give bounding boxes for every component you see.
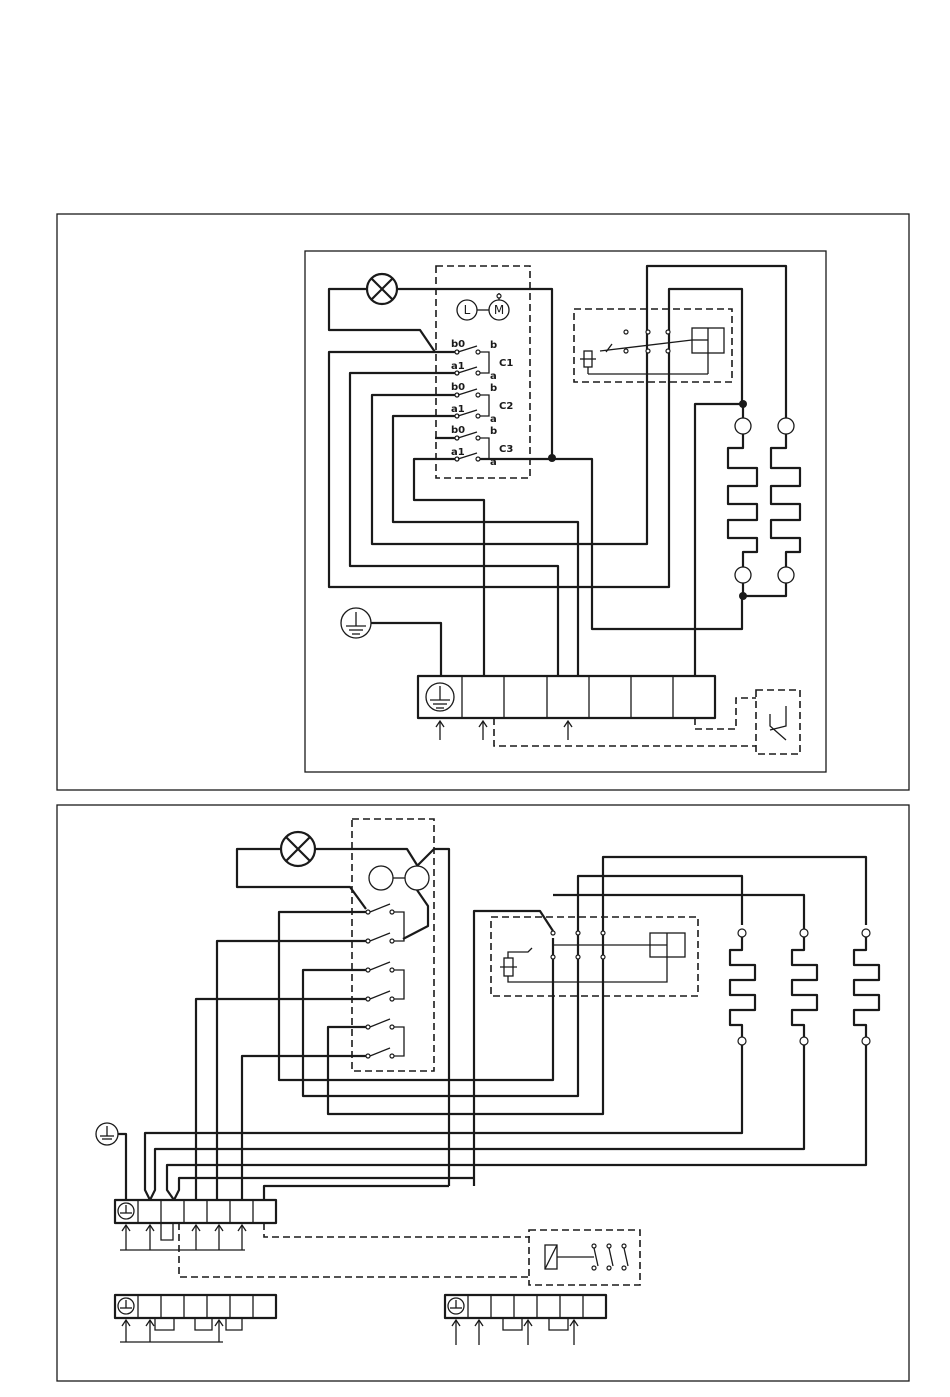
c1-label: C1 [499, 358, 513, 369]
supply-arrow [120, 1223, 246, 1250]
light-icon [369, 866, 393, 890]
svg-text:a1: a1 [451, 404, 465, 415]
svg-text:b: b [490, 426, 497, 437]
heater-element-3 [854, 929, 879, 1045]
terminal-block-alt-2 [445, 1295, 606, 1345]
relay-icon [545, 1244, 628, 1270]
bottom-diagram [57, 805, 909, 1381]
pressure-switch-box [756, 690, 800, 754]
svg-text:b0: b0 [451, 339, 465, 350]
thermostat-icon [500, 958, 517, 976]
ground-icon [341, 608, 371, 638]
thermostat-icon [580, 351, 596, 367]
switch-contacts [366, 904, 404, 1058]
contactor-icon [692, 328, 724, 353]
terminal-block-alt-1 [115, 1295, 276, 1342]
lamp-icon [367, 274, 397, 304]
motor-icon [405, 866, 429, 890]
top-diagram: L M b0 a1 b a C1 b0 a1 b a C2 [57, 214, 909, 790]
switch-c1: b0 a1 b a C1 [451, 339, 513, 382]
svg-text:a: a [490, 414, 497, 425]
switch-unit-box [352, 819, 434, 1071]
heater-element-2 [792, 929, 817, 1045]
switch-c3: b0 a1 b a C3 [451, 425, 513, 468]
heater-element-2 [771, 418, 800, 583]
svg-text:a: a [490, 371, 497, 382]
terminal-block [418, 676, 715, 718]
svg-text:b: b [490, 340, 497, 351]
c2-label: C2 [499, 401, 513, 412]
svg-text:b0: b0 [451, 382, 465, 393]
motor-icon: M [489, 300, 509, 320]
heater-element-1 [728, 418, 757, 583]
terminal-ground-icon [426, 683, 454, 711]
contactor-icon [650, 933, 685, 957]
lamp-icon [281, 832, 315, 866]
c3-label: C3 [499, 444, 513, 455]
supply-arrow [436, 721, 572, 740]
light-label: L [464, 303, 471, 317]
ground-icon [96, 1123, 118, 1145]
svg-text:b0: b0 [451, 425, 465, 436]
pressure-switch-icon [770, 706, 786, 740]
svg-text:b: b [490, 383, 497, 394]
svg-text:a1: a1 [451, 447, 465, 458]
heater-element-1 [730, 929, 755, 1045]
terminal-block [115, 1200, 276, 1223]
svg-text:a1: a1 [451, 361, 465, 372]
light-icon: L [457, 300, 477, 320]
motor-label: M [494, 303, 504, 317]
switch-c2: b0 a1 b a C2 [451, 382, 513, 425]
